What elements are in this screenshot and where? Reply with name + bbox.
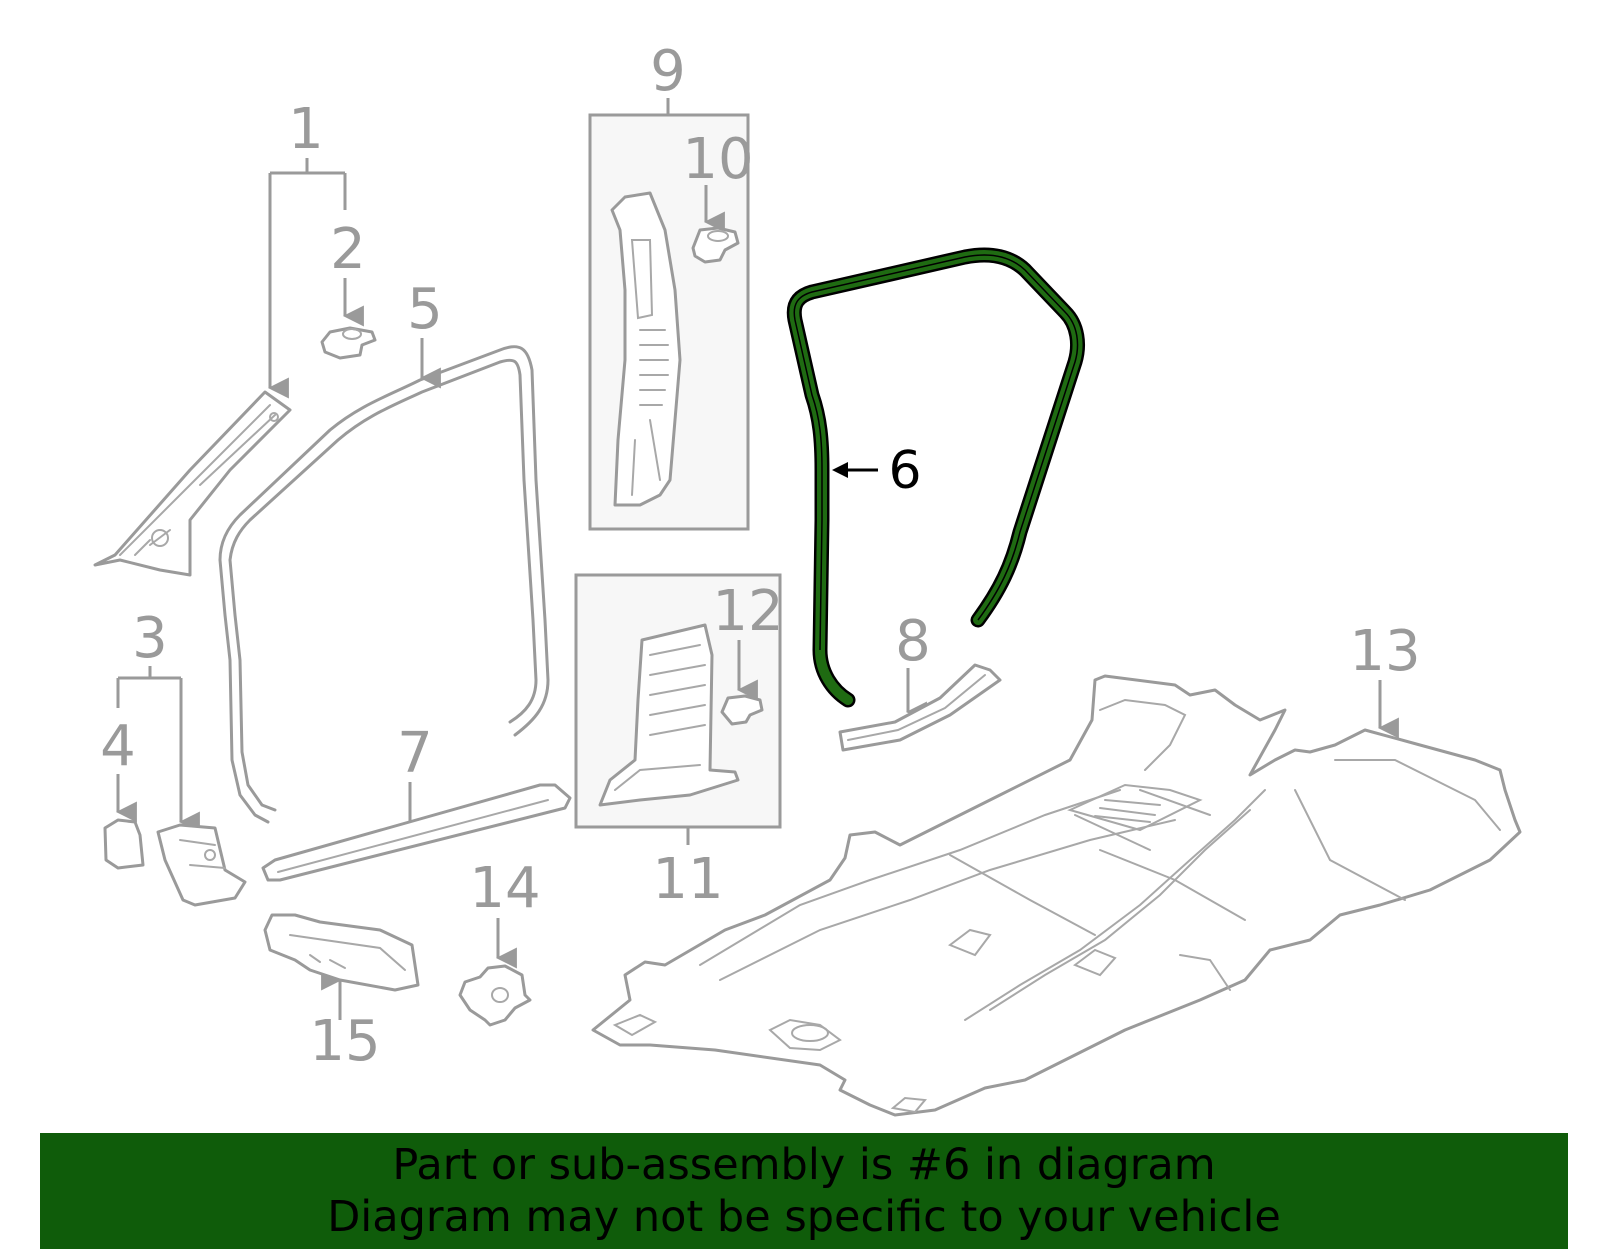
banner-line-2: Diagram may not be specific to your vehi… xyxy=(327,1192,1281,1242)
part-11-center-pillar-lower-trim[interactable] xyxy=(598,623,740,807)
part-7-scuff-plate[interactable] xyxy=(261,783,572,882)
callout-4[interactable]: 4 xyxy=(100,714,136,779)
part-12-clip[interactable] xyxy=(720,694,764,726)
callout-3[interactable]: 3 xyxy=(132,606,168,671)
part-13-floor-carpet[interactable] xyxy=(591,674,1522,1117)
callout-13[interactable]: 13 xyxy=(1349,619,1420,684)
banner-line-1: Part or sub-assembly is #6 in diagram xyxy=(392,1140,1216,1190)
arrow-6-head xyxy=(832,462,848,478)
callout-11[interactable]: 11 xyxy=(652,847,723,912)
callout-14[interactable]: 14 xyxy=(469,856,540,921)
callout-2[interactable]: 2 xyxy=(330,217,366,282)
part-3-cowl-trim[interactable] xyxy=(156,823,247,907)
part-2-clip[interactable] xyxy=(320,326,377,360)
callout-9[interactable]: 9 xyxy=(650,39,686,104)
leader-3 xyxy=(116,666,183,820)
callout-5[interactable]: 5 xyxy=(407,277,443,342)
part-4-cap[interactable] xyxy=(103,818,145,870)
part-14-bracket[interactable] xyxy=(458,964,532,1027)
callout-7[interactable]: 7 xyxy=(397,721,433,786)
callout-8[interactable]: 8 xyxy=(895,609,931,674)
part-9-center-pillar-upper-trim[interactable] xyxy=(610,191,682,507)
callout-6[interactable]: 6 xyxy=(888,441,921,501)
callout-1[interactable]: 1 xyxy=(288,97,324,162)
part-5-door-opening-trim[interactable] xyxy=(218,345,550,824)
part-10-clip[interactable] xyxy=(691,226,740,264)
part-15-duct[interactable] xyxy=(263,913,420,992)
callout-12[interactable]: 12 xyxy=(712,579,783,644)
callout-10[interactable]: 10 xyxy=(682,127,753,192)
part-6-door-weatherstrip[interactable] xyxy=(786,247,1085,708)
leader-1 xyxy=(268,158,347,388)
callout-15[interactable]: 15 xyxy=(309,1009,380,1074)
part-1-pillar-trim[interactable] xyxy=(93,390,292,577)
part-8-rear-scuff-trim[interactable] xyxy=(838,663,1002,752)
info-banner: Part or sub-assembly is #6 in diagram Di… xyxy=(40,1133,1568,1249)
